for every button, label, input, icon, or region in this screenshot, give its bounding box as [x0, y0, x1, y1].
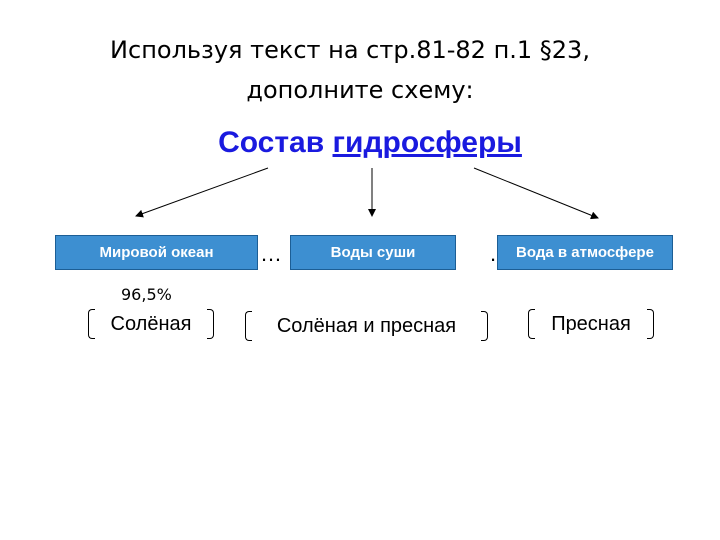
bracket-left [245, 311, 252, 341]
bracket-salty-and-fresh-label: Солёная и пресная [276, 314, 457, 337]
box-world-ocean-label: Мировой океан [99, 244, 214, 261]
diagram-title: Состав гидросферы [0, 126, 720, 160]
box-land-water: Воды суши [290, 235, 456, 270]
ellipsis-2: . [490, 241, 497, 266]
arrow-to-ocean [135, 167, 269, 218]
bracket-left [528, 309, 535, 339]
box-land-water-label: Воды суши [330, 244, 416, 261]
box-atmosphere-water: Вода в атмосфере [497, 235, 673, 270]
title-underlined-word: гидросферы [332, 126, 522, 159]
title-prefix: Состав [218, 126, 333, 159]
heading-line-2: дополните схему: [246, 76, 474, 104]
slide-heading: Используя текст на стр.81-82 п.1 §23, до… [0, 30, 720, 110]
bracket-right [481, 311, 488, 341]
heading-line-1: Используя текст на стр.81-82 п.1 §23, [110, 36, 590, 64]
bracket-salty-and-fresh: Солёная и пресная [245, 311, 488, 341]
bracket-fresh: Пресная [528, 309, 654, 339]
box-atmosphere-water-label: Вода в атмосфере [516, 244, 654, 261]
box-world-ocean: Мировой океан [55, 235, 258, 270]
bracket-left [88, 309, 95, 339]
arrow-to-atmosphere [473, 167, 599, 220]
bracket-right [207, 309, 214, 339]
ellipsis-1: … [260, 241, 282, 266]
bracket-right [647, 309, 654, 339]
bracket-salty-label: Солёная [110, 312, 192, 335]
ocean-percent: 96,5% [121, 285, 172, 304]
bracket-fresh-label: Пресная [551, 312, 631, 335]
bracket-salty: Солёная [88, 309, 214, 339]
